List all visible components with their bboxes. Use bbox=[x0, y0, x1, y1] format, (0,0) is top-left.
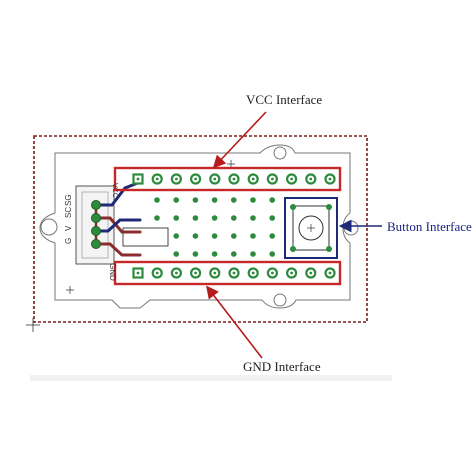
board-dashed-border bbox=[33, 135, 368, 323]
proto-pad bbox=[173, 215, 179, 221]
proto-pad bbox=[250, 251, 256, 257]
proto-pad bbox=[211, 197, 218, 203]
proto-pad bbox=[269, 251, 276, 257]
proto-pad bbox=[192, 197, 199, 203]
mount-hole-bottom bbox=[273, 293, 287, 307]
proto-pad bbox=[231, 233, 237, 239]
gnd-pad-hole bbox=[194, 271, 198, 275]
gnd-pad-hole bbox=[155, 271, 159, 275]
connector-pads bbox=[91, 200, 101, 249]
mount-hole-top bbox=[273, 146, 287, 160]
button-pad bbox=[326, 204, 332, 210]
vcc-pad-hole bbox=[251, 177, 255, 181]
vcc-pad-hole bbox=[175, 177, 178, 181]
gnd-pad-hole bbox=[251, 271, 255, 275]
connector-inner bbox=[81, 191, 109, 259]
proto-pad bbox=[211, 233, 218, 239]
proto-pad bbox=[192, 251, 199, 257]
button-interface-label: Button Interface bbox=[387, 219, 472, 234]
proto-pad bbox=[211, 251, 218, 257]
gnd-pad-hole bbox=[136, 271, 140, 275]
button-interface-box bbox=[284, 197, 338, 259]
proto-pad bbox=[154, 215, 160, 221]
vcc-arrow bbox=[212, 111, 267, 169]
vcc-pad-hole bbox=[194, 177, 198, 181]
vcc-pad-hole bbox=[271, 177, 274, 181]
mount-hole-left bbox=[40, 218, 58, 236]
vcc-pad-hole bbox=[136, 177, 140, 181]
vcc-pad-hole bbox=[232, 177, 236, 181]
board-outline bbox=[39, 144, 351, 309]
button-pad bbox=[290, 246, 296, 252]
pin-label-sg: SG bbox=[64, 194, 73, 206]
proto-pad bbox=[250, 197, 256, 203]
gnd-pad-hole bbox=[213, 271, 217, 275]
button-pad bbox=[326, 246, 332, 252]
vcc-pad-hole bbox=[309, 177, 313, 181]
bottom-band bbox=[30, 375, 392, 381]
vcc-pad-hole bbox=[155, 177, 159, 181]
smd-component bbox=[122, 227, 169, 247]
mount-hole-right bbox=[343, 220, 359, 236]
gnd-pad-hole bbox=[232, 271, 236, 275]
gnd-pad-hole bbox=[175, 271, 178, 275]
gnd-arrow bbox=[206, 285, 263, 359]
proto-pad bbox=[192, 215, 199, 221]
gnd-pad-hole bbox=[328, 271, 332, 275]
gnd-pad-hole bbox=[309, 271, 313, 275]
vcc-interface-box bbox=[113, 166, 342, 192]
gnd-pad-row bbox=[132, 267, 336, 279]
proto-pad bbox=[231, 197, 237, 203]
proto-pad bbox=[269, 233, 276, 239]
proto-pad bbox=[250, 215, 256, 221]
proto-pad bbox=[173, 197, 179, 203]
proto-pad bbox=[269, 215, 276, 221]
proto-pad bbox=[231, 251, 237, 257]
proto-pad-grid bbox=[154, 197, 276, 257]
tactile-button bbox=[292, 205, 330, 251]
vcc-silkscreen-label: VCC bbox=[111, 183, 118, 198]
gnd-pad-hole bbox=[271, 271, 274, 275]
pin-label-v: V bbox=[64, 225, 73, 231]
pin-label-g: G bbox=[64, 237, 73, 244]
traces bbox=[94, 180, 142, 257]
proto-pad bbox=[231, 215, 237, 221]
proto-pad bbox=[173, 233, 179, 239]
gnd-interface-box bbox=[113, 260, 342, 286]
vcc-pad-hole bbox=[290, 177, 293, 181]
vcc-pad-hole bbox=[328, 177, 332, 181]
gnd-pad-hole bbox=[290, 271, 293, 275]
gnd-silkscreen-label: GND bbox=[108, 263, 117, 281]
button-center-mark bbox=[307, 224, 315, 232]
proto-pad bbox=[250, 233, 256, 239]
vcc-interface-label: VCC Interface bbox=[246, 92, 323, 107]
proto-pad bbox=[154, 197, 160, 203]
vcc-pad-row bbox=[132, 173, 336, 185]
button-pad bbox=[290, 204, 296, 210]
tactile-button-cap bbox=[298, 215, 324, 241]
proto-pad bbox=[173, 251, 179, 257]
corner-crosshair bbox=[26, 318, 40, 332]
proto-pad bbox=[269, 197, 276, 203]
pin-label-sc: SC bbox=[64, 206, 73, 218]
proto-pad bbox=[211, 215, 218, 221]
gnd-interface-label: GND Interface bbox=[243, 359, 321, 374]
plus-marker bbox=[66, 160, 235, 294]
proto-pad bbox=[192, 233, 199, 239]
vcc-pad-hole bbox=[213, 177, 217, 181]
